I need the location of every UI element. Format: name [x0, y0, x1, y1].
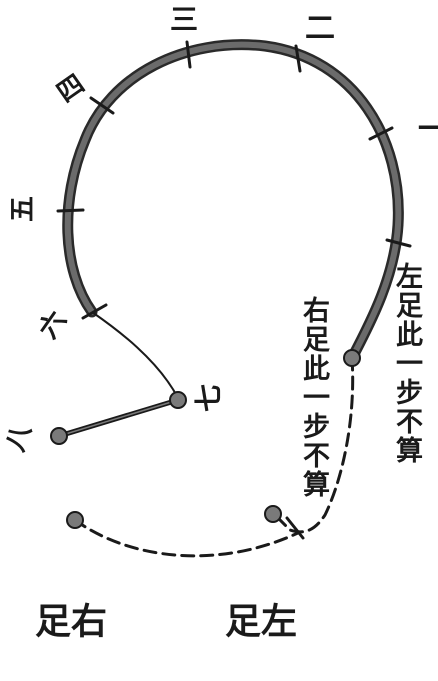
thin-path-to-step-7	[91, 311, 179, 399]
step-label-2: 二	[305, 11, 335, 46]
dashed-path-between-feet	[73, 518, 302, 558]
markers	[50, 349, 361, 529]
tick-5	[89, 96, 115, 115]
marker-step-7	[169, 391, 187, 409]
tick-left-foot-start	[285, 516, 305, 540]
step-ticks	[56, 40, 412, 320]
marker-right-foot-start	[66, 511, 84, 529]
marker-left-foot-on-path	[343, 349, 361, 367]
step-label-5: 五	[8, 195, 39, 223]
label-right-foot: 右足	[29, 602, 107, 642]
tick-2	[368, 126, 394, 141]
annotation-right-foot-not-counted: 右足此一步不算	[298, 296, 329, 499]
marker-left-foot-start	[264, 505, 282, 523]
tick-6	[56, 208, 85, 213]
line-step-7-to-8	[58, 397, 179, 439]
tick-7	[81, 303, 108, 320]
dashed-path-left-foot	[273, 356, 355, 534]
tick-4	[185, 40, 192, 69]
annotation-left-foot-not-counted: 左足此一步不算	[391, 262, 422, 465]
step-label-7: 七	[192, 383, 226, 413]
circular-step-path	[62, 39, 404, 364]
tick-1	[385, 238, 412, 248]
tick-3	[294, 44, 302, 73]
label-left-foot: 左足	[219, 602, 297, 642]
marker-step-8	[50, 427, 68, 445]
step-label-3: 三	[170, 3, 199, 36]
step-label-1: 一	[418, 112, 438, 147]
